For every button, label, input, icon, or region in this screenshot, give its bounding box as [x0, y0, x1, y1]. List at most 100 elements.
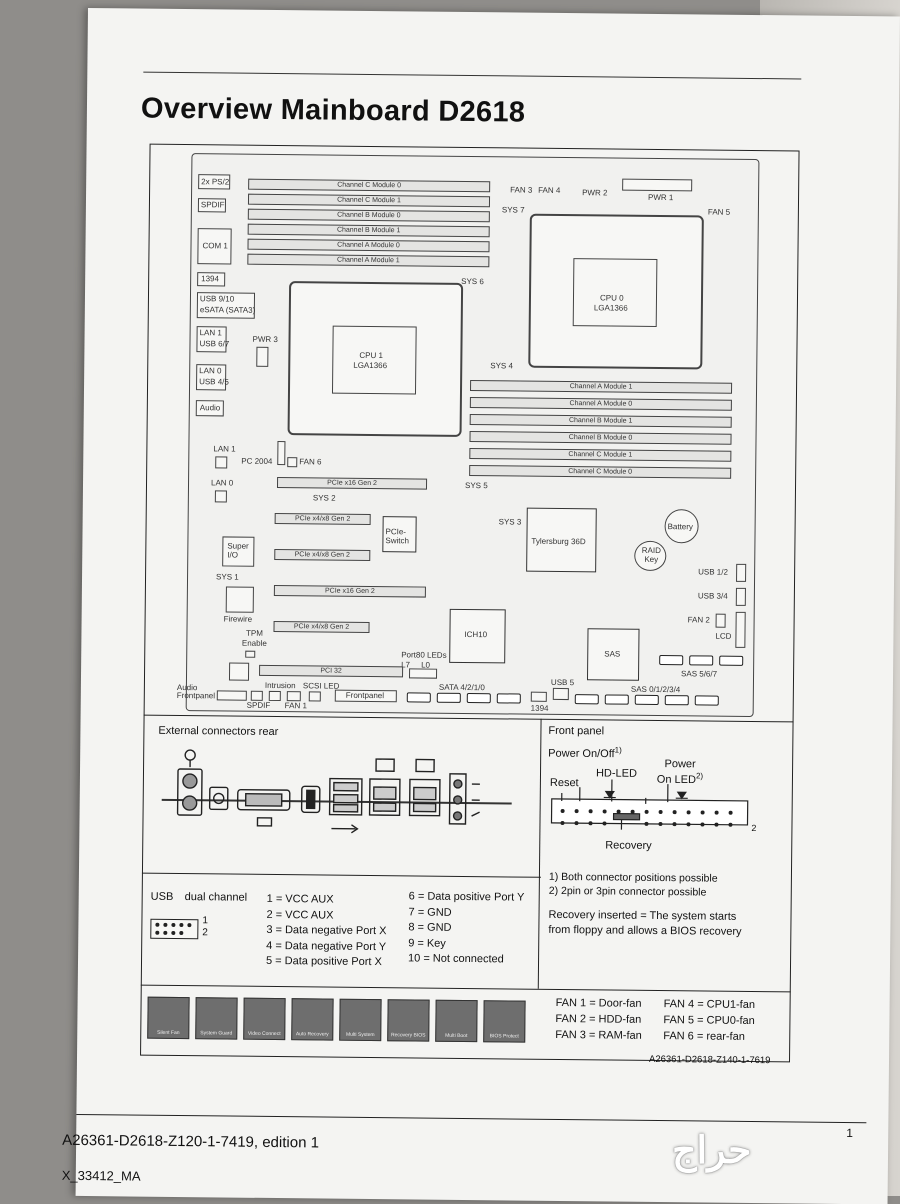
- lan1-usb67-port: LAN 1 USB 6/7: [196, 326, 226, 352]
- sas-port: [719, 656, 743, 666]
- usb5-label: USB 5: [551, 678, 574, 687]
- sys2-label: SYS 2: [313, 493, 336, 502]
- battery-label: Battery: [668, 522, 693, 531]
- usb12-header: [736, 564, 746, 582]
- fan-row: FAN 6 = rear-fan: [663, 1028, 755, 1045]
- usb5-port: [553, 688, 569, 700]
- recovery-bios-icon: Recovery BIOS: [387, 999, 429, 1041]
- recovery-label: Recovery: [605, 839, 652, 851]
- usb-pinout-right: 6 = Data positive Port Y 7 = GND 8 = GND…: [408, 889, 524, 968]
- usb-pin-row: 8 = GND: [408, 920, 524, 937]
- sys1-label: SYS 1: [216, 572, 239, 581]
- tylersburg-label: Tylersburg 36D: [531, 537, 585, 547]
- icon-caption: Auto Recovery: [292, 1031, 332, 1037]
- dimm-label: Channel A Module 1: [248, 255, 488, 267]
- recovery-note-2: from floppy and allows a BIOS recovery: [548, 924, 741, 938]
- usb34-label: USB 3/4: [698, 591, 728, 600]
- cpu1-die: CPU 1 LGA1366: [332, 326, 417, 395]
- intrusion-header: [269, 691, 281, 701]
- spdif-label: SPDIF: [201, 200, 225, 209]
- audio-label: Audio: [200, 403, 221, 412]
- header-pin: [714, 823, 718, 827]
- icon-caption: Multi Boot: [436, 1033, 476, 1039]
- header-pin: [658, 822, 662, 826]
- fan-list-right: FAN 4 = CPU1-fan FAN 5 = CPU0-fan FAN 6 …: [663, 996, 755, 1045]
- header-pin: [631, 810, 635, 814]
- icon-caption: Silent Fan: [148, 1030, 188, 1036]
- mainboard-diagram: 2x PS/2 SPDIF COM 1 1394 USB 9/10 eSATA …: [186, 153, 760, 717]
- header-pin: [179, 931, 183, 935]
- usb-dual-label: dual channel: [185, 891, 248, 904]
- usb-label: USB: [151, 891, 174, 903]
- multi-boot-icon: Multi Boot: [435, 1000, 477, 1042]
- dimm-slot: Channel A Module 1: [470, 380, 732, 394]
- pcie-label: PCIe x4/x8 Gen 2: [276, 514, 370, 524]
- dimm-label: Channel A Module 0: [471, 398, 731, 410]
- fw1394-header: [531, 692, 547, 702]
- fan-row: FAN 4 = CPU1-fan: [664, 996, 756, 1013]
- usb-pin-row: 1 = VCC AUX: [267, 892, 387, 909]
- fan2-label: FAN 2: [688, 615, 710, 624]
- lan0-usb45-port: LAN 0 USB 4/5: [196, 364, 226, 390]
- usb-pin-row: 2 = VCC AUX: [266, 907, 386, 924]
- tylersburg-chip: Tylersburg 36D: [526, 508, 597, 573]
- fan6-label: FAN 6: [299, 457, 321, 466]
- dimm-slot: Channel A Module 0: [470, 397, 732, 411]
- pcie-slot: PCIe x4/x8 Gen 2: [275, 513, 371, 525]
- dimm-label: Channel B Module 1: [249, 225, 489, 237]
- sas-port: [689, 655, 713, 665]
- dimm-label: Channel C Module 0: [470, 466, 730, 478]
- system-guard-icon: System Guard: [195, 997, 237, 1039]
- dimm-slot: Channel C Module 1: [469, 448, 731, 462]
- fan5-label: FAN 5: [708, 208, 730, 217]
- pcie-label: PCIe x16 Gen 2: [275, 586, 425, 597]
- lan1-led: [215, 456, 227, 468]
- usb-pin2-label: 2: [202, 927, 208, 938]
- dimm-label: Channel A Module 1: [471, 381, 731, 393]
- usb-pin-row: 10 = Not connected: [408, 951, 524, 968]
- ext-title: External connectors rear: [158, 725, 278, 738]
- lan1-port-label: LAN 1: [200, 328, 222, 337]
- bios-protect-icon: BIOS Protect: [483, 1000, 525, 1042]
- ps2-port: 2x PS/2: [198, 174, 230, 189]
- pwr3-label: PWR 3: [252, 335, 277, 344]
- cpu1-socket: CPU 1 LGA1366: [288, 281, 464, 437]
- figure-code: A26361-D2618-Z140-1-7619: [649, 1054, 771, 1066]
- intrusion-label: Intrusion: [265, 681, 296, 690]
- header-pin: [673, 810, 677, 814]
- manual-page: Overview Mainboard D2618 2x PS/2 SPDIF C…: [76, 8, 900, 1204]
- icon-caption: System Guard: [196, 1030, 236, 1036]
- header-pin: [163, 923, 167, 927]
- dimm-slot: Channel A Module 1: [247, 254, 489, 268]
- header-pin: [617, 810, 621, 814]
- power-icon: Auto Recovery: [291, 998, 333, 1040]
- sata-port: [497, 693, 521, 703]
- usb-pin-row: 4 = Data negative Port Y: [266, 938, 386, 955]
- esata-label: eSATA (SATA3): [200, 305, 256, 315]
- power-onoff-text: Power On/Off: [548, 748, 615, 761]
- cpu0-socket: CPU 0 LGA1366: [528, 214, 704, 370]
- usb-pin-row: 7 = GND: [408, 905, 524, 922]
- sys7-label: SYS 7: [502, 205, 525, 214]
- silent-fan-icon: Silent Fan: [147, 997, 189, 1039]
- dimm-slot: Channel C Module 1: [248, 194, 490, 208]
- dimm-label: Channel C Module 0: [249, 180, 489, 192]
- header-pin: [701, 810, 705, 814]
- pcie-label: PCIe x4/x8 Gen 2: [275, 550, 369, 560]
- header-pin: [163, 931, 167, 935]
- fan-row: FAN 3 = RAM-fan: [555, 1027, 642, 1044]
- usb34-header: [736, 588, 746, 606]
- usb67-label: USB 6/7: [199, 339, 229, 348]
- sas-port: [605, 694, 629, 704]
- lan1-label: LAN 1: [213, 444, 235, 453]
- usb-pinout-left: 1 = VCC AUX 2 = VCC AUX 3 = Data negativ…: [266, 892, 387, 971]
- frontpanel-header: Frontpanel: [335, 690, 397, 703]
- sas0123-label: SAS 0/1/2/3/4: [631, 685, 680, 695]
- super-io-chip: Super I/O: [222, 536, 254, 566]
- document-code: A26361-D2618-Z120-1-7419, edition 1: [62, 1132, 319, 1152]
- com1-label: COM 1: [202, 241, 227, 250]
- dimm-slot: Channel C Module 0: [248, 179, 490, 193]
- dimm-label: Channel C Module 1: [249, 195, 489, 207]
- dimm-slot: Channel B Module 1: [248, 224, 490, 238]
- footnote-2: 2) 2pin or 3pin connector possible: [549, 885, 707, 899]
